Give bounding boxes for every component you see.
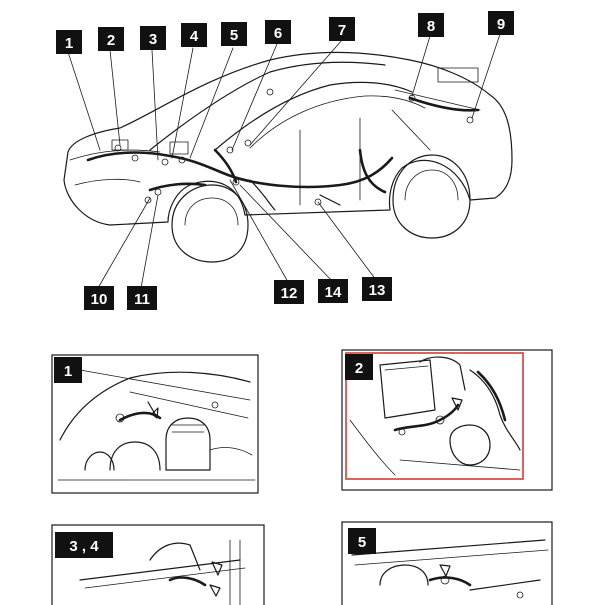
callout-13-label: 13 <box>369 282 386 299</box>
callout-1: 1 <box>56 30 82 54</box>
detail-view-5: 5 <box>341 521 553 605</box>
detail-view-3-4-label: 3 , 4 <box>69 538 99 555</box>
callout-11-label: 11 <box>134 291 150 308</box>
callout-9: 9 <box>488 11 514 35</box>
callout-6: 6 <box>265 20 291 44</box>
callout-7-label: 7 <box>338 22 346 39</box>
detail-view-1: 1 <box>51 354 259 494</box>
callout-10: 10 <box>84 286 114 310</box>
car-overview <box>63 51 513 263</box>
callouts: 1 2 3 4 5 6 7 8 9 10 11 12 14 13 <box>56 11 514 310</box>
callout-11: 11 <box>127 286 157 310</box>
callout-12: 12 <box>274 280 304 304</box>
callout-5-label: 5 <box>230 27 238 44</box>
detail-view-2-highlight <box>345 352 524 480</box>
callout-2: 2 <box>98 27 124 51</box>
callout-6-label: 6 <box>274 25 282 42</box>
detail-view-2-label: 2 <box>355 360 363 377</box>
callout-10-label: 10 <box>91 291 108 308</box>
detail-view-2: 2 <box>341 349 553 491</box>
callout-4-label: 4 <box>190 28 199 45</box>
callout-5: 5 <box>221 22 247 46</box>
detail-view-5-label: 5 <box>358 534 366 551</box>
callout-14: 14 <box>318 279 348 303</box>
detail-view-1-label: 1 <box>64 363 72 380</box>
callout-1-label: 1 <box>65 35 73 52</box>
callout-7: 7 <box>329 17 355 41</box>
callout-12-label: 12 <box>281 285 298 302</box>
callout-4: 4 <box>181 23 207 47</box>
callout-2-label: 2 <box>107 32 115 49</box>
detail-view-3-4: 3 , 4 <box>51 524 265 605</box>
callout-8-label: 8 <box>427 18 435 35</box>
callout-13: 13 <box>362 277 392 301</box>
callout-3-label: 3 <box>149 31 157 48</box>
callout-leaders <box>67 33 501 289</box>
callout-14-label: 14 <box>325 284 342 301</box>
callout-9-label: 9 <box>497 16 505 33</box>
callout-8: 8 <box>418 13 444 37</box>
callout-3: 3 <box>140 26 166 50</box>
